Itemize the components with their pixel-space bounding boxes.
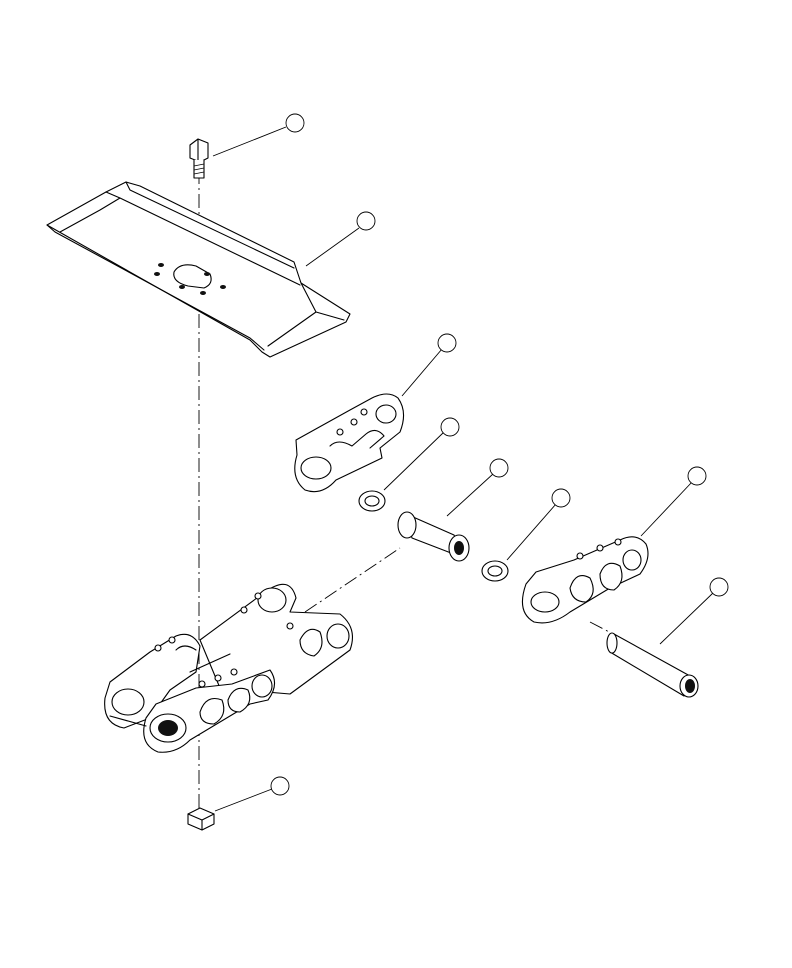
bolt	[189, 138, 209, 179]
callout-seal-right	[551, 488, 571, 508]
callout-nut	[270, 776, 290, 796]
callout-bolt	[285, 113, 305, 133]
pin-axis-centerline	[304, 547, 401, 613]
track-shoe	[46, 181, 351, 358]
link-left	[294, 393, 405, 493]
link-right	[521, 536, 649, 624]
callout-link-right	[687, 466, 707, 486]
nut	[187, 807, 215, 831]
callout-bushing	[489, 458, 509, 478]
pin-axis-centerline-2	[589, 621, 616, 636]
callout-track-pin	[709, 577, 729, 597]
seal-left	[358, 490, 386, 512]
callout-track-shoe	[356, 211, 376, 231]
callout-link-left	[437, 333, 457, 353]
bushing	[397, 511, 470, 562]
callout-seal-left	[440, 417, 460, 437]
seal-right	[481, 560, 509, 582]
track-pin	[606, 632, 699, 698]
assembled-track-chain	[104, 583, 353, 753]
callouts	[212, 113, 729, 812]
